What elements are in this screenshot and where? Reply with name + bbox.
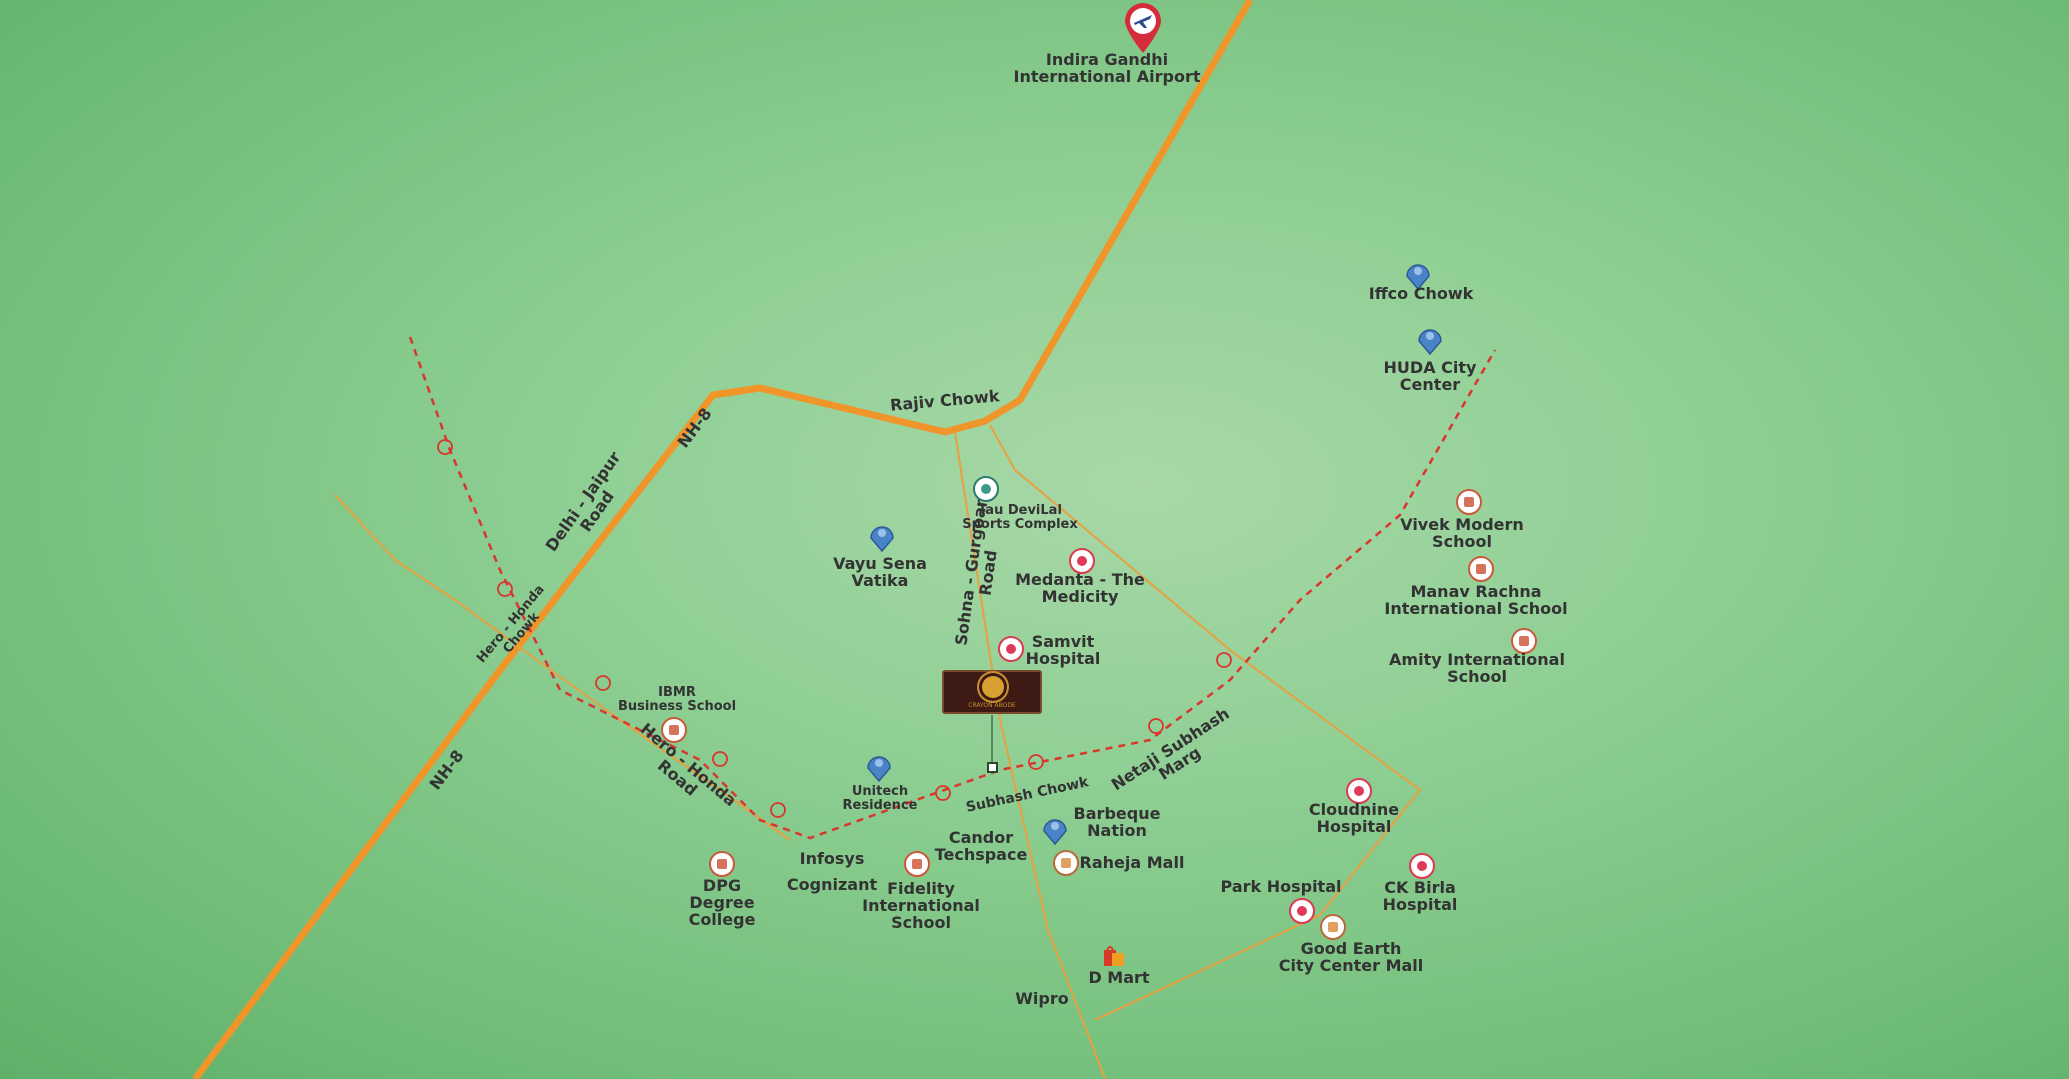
- sun-emblem-icon: [982, 676, 1004, 698]
- medanta-hospital-icon[interactable]: [1069, 548, 1095, 574]
- park-hospital-icon[interactable]: [1289, 898, 1315, 924]
- vayu-sena-vatika-pin-icon[interactable]: [867, 522, 897, 552]
- samvit-hospital-icon[interactable]: [998, 636, 1024, 662]
- dpg-college-icon[interactable]: [709, 851, 735, 877]
- amity-school-icon[interactable]: [1511, 628, 1537, 654]
- ibmr-school-icon[interactable]: [661, 717, 687, 743]
- park-hospital-label: Park Hospital: [1220, 877, 1342, 896]
- raheja-mall-label: Raheja Mall: [1079, 853, 1185, 872]
- hero-honda-minor-road: [334, 494, 791, 841]
- cloudnine-hospital-icon[interactable]: [1346, 778, 1372, 804]
- manav-rachna-school-icon[interactable]: [1468, 556, 1494, 582]
- vivek-modern-school-icon[interactable]: [1456, 489, 1482, 515]
- iffco-chowk-label: Iffco Chowk: [1368, 284, 1474, 303]
- barbeque-nation-pin-icon[interactable]: [1040, 815, 1070, 845]
- airport-pin-icon[interactable]: [1121, 1, 1165, 55]
- project-logo-text: CRAYON ABODE: [968, 702, 1016, 709]
- fidelity-school-icon[interactable]: [904, 851, 930, 877]
- d-mart-shopping-bag-icon[interactable]: [1101, 942, 1127, 968]
- tau-devilal-sports-icon[interactable]: [973, 476, 999, 502]
- metro-stations: [437, 439, 1232, 818]
- unitech-residence-pin-icon[interactable]: [864, 752, 894, 782]
- iffco-chowk-pin-icon[interactable]: [1403, 260, 1433, 290]
- good-earth-mall-icon[interactable]: [1320, 914, 1346, 940]
- sohna-road: [954, 431, 1106, 1079]
- nh8-highway: [192, 0, 1254, 1079]
- wipro-label: Wipro: [1015, 989, 1069, 1008]
- metro-line: [408, 336, 1497, 840]
- project-location-marker[interactable]: [987, 762, 998, 773]
- raheja-mall-icon[interactable]: [1053, 850, 1079, 876]
- d-mart-label: D Mart: [1088, 968, 1150, 987]
- cognizant-label: Cognizant: [786, 875, 878, 894]
- east-road: [989, 424, 1422, 1021]
- infosys-label: Infosys: [799, 849, 865, 868]
- huda-city-center-pin-icon[interactable]: [1415, 325, 1445, 355]
- project-logo[interactable]: CRAYON ABODE: [942, 670, 1042, 714]
- ck-birla-hospital-icon[interactable]: [1409, 853, 1435, 879]
